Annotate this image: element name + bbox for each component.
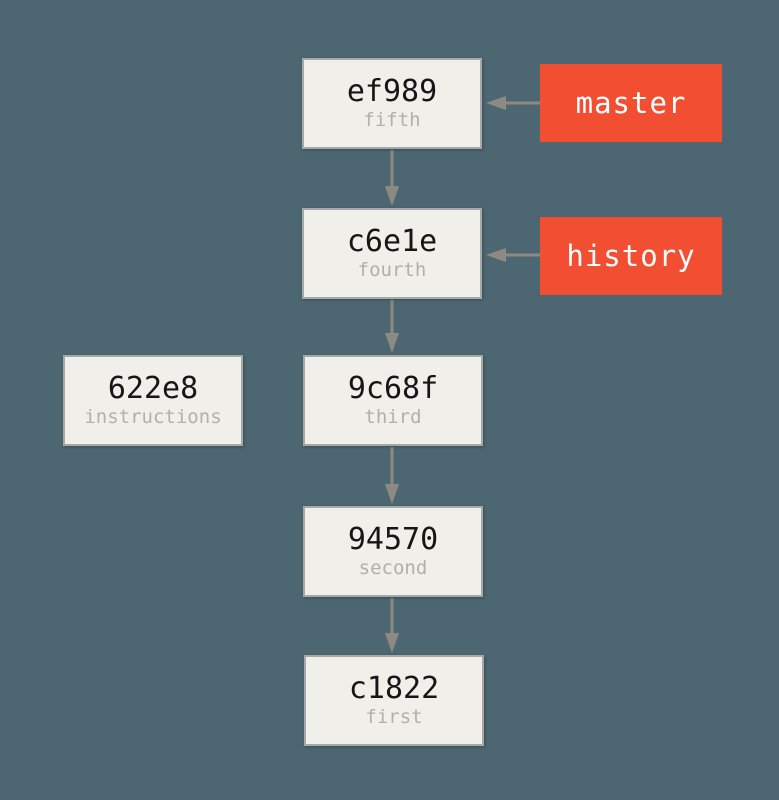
commit-node-c6e1e[interactable]: c6e1e fourth (302, 208, 482, 299)
commit-hash: 94570 (347, 522, 439, 557)
edge-arrow-fourth-to-third (385, 300, 399, 353)
branch-label-master[interactable]: master (540, 64, 722, 142)
commit-node-ef989[interactable]: ef989 fifth (302, 58, 482, 149)
commit-hash: c6e1e (346, 224, 438, 259)
commit-hash: 9c68f (347, 371, 439, 406)
branch-label-history[interactable]: history (540, 217, 722, 295)
commit-hash: c1822 (348, 671, 440, 706)
commit-hash: ef989 (346, 74, 438, 109)
commit-node-c1822[interactable]: c1822 first (304, 655, 484, 746)
commit-message-label: third (364, 406, 422, 428)
commit-node-622e8[interactable]: 622e8 instructions (63, 355, 243, 446)
branch-name: history (566, 239, 696, 273)
branch-arrow-master (486, 96, 540, 110)
commit-message-label: fifth (363, 109, 421, 131)
commit-message-label: fourth (357, 259, 427, 281)
commit-hash: 622e8 (107, 371, 199, 406)
edge-arrow-fifth-to-fourth (385, 150, 399, 206)
branch-arrow-history (486, 248, 540, 262)
commit-message-label: second (358, 557, 428, 579)
branch-name: master (575, 86, 687, 120)
commit-message-label: first (365, 706, 423, 728)
edge-arrow-second-to-first (385, 598, 399, 653)
commit-node-94570[interactable]: 94570 second (303, 506, 483, 597)
edge-arrow-third-to-second (385, 447, 399, 504)
commit-message-label: instructions (84, 406, 222, 428)
commit-node-9c68f[interactable]: 9c68f third (303, 355, 483, 446)
